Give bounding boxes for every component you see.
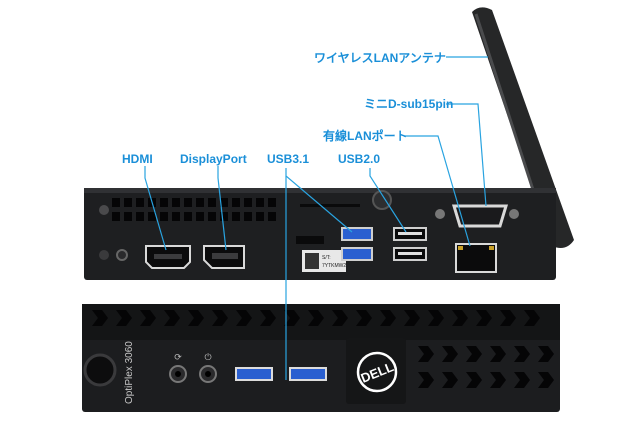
callout-lines [144, 56, 488, 380]
power-symbol-icon: ⏻ [204, 352, 211, 363]
displayport-port [203, 245, 245, 269]
front-panel: ⟳ ⏻ [82, 304, 560, 412]
rear-vent [112, 198, 276, 221]
service-tag-label: S/T: [322, 255, 331, 261]
callout-displayport [217, 166, 227, 251]
service-tag-value: 7YTKMW2 [322, 263, 346, 269]
callout-hdmi [144, 166, 167, 251]
label-wireless-antenna: ワイヤレスLANアンテナ [314, 51, 446, 65]
label-vga: ミニD-sub15pin [364, 97, 454, 111]
rear-usb31-ports [341, 227, 373, 261]
lan-port [455, 243, 497, 273]
label-lan: 有線LANポート [323, 129, 408, 143]
callout-lan [404, 135, 471, 247]
vga-port [451, 204, 509, 228]
label-usb20: USB2.0 [338, 152, 381, 166]
label-hdmi: HDMI [122, 152, 153, 166]
front-vent [92, 310, 540, 326]
hdmi-port [145, 245, 191, 269]
rear-panel [84, 188, 556, 280]
model-name: OptiPlex 3060 [124, 341, 135, 404]
callout-vga [446, 103, 487, 207]
rear-usb20-ports [393, 227, 427, 261]
callout-usb20 [369, 168, 407, 233]
headset-icon: ⟳ [174, 353, 182, 363]
power-button [83, 353, 117, 387]
front-usb-ports [235, 367, 327, 381]
label-displayport: DisplayPort [180, 152, 247, 166]
dell-logo [356, 351, 398, 393]
label-usb31: USB3.1 [267, 152, 310, 166]
qr-code-icon [305, 253, 319, 269]
